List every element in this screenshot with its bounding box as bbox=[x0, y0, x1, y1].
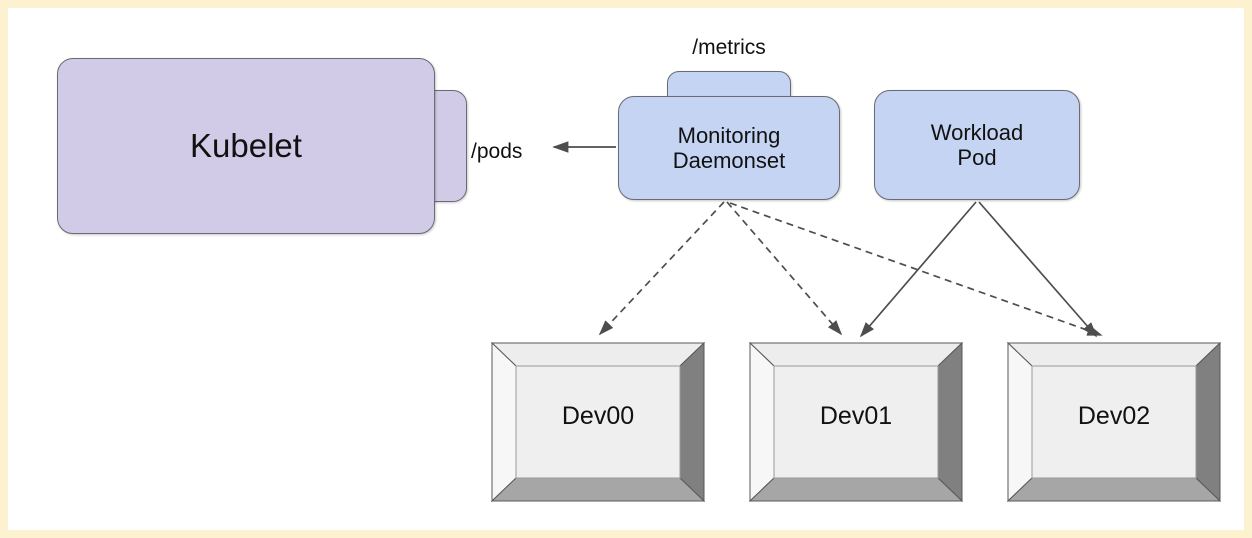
node-kubelet-label: Kubelet bbox=[190, 127, 302, 165]
node-workload-pod[interactable]: Workload Pod bbox=[874, 90, 1080, 200]
node-monitoring-daemonset[interactable]: Monitoring Daemonset bbox=[618, 96, 840, 200]
device-box-shape bbox=[749, 342, 963, 502]
node-monitoring-daemonset-label: Monitoring Daemonset bbox=[672, 122, 786, 173]
diagram-canvas: Kubelet /pods /metrics Monitoring Daemon… bbox=[8, 8, 1244, 530]
edge-workload-to-dev01 bbox=[859, 201, 977, 338]
node-device-dev01[interactable]: Dev01 bbox=[749, 342, 963, 502]
edge-monitoring-to-dev01 bbox=[726, 201, 843, 336]
edge-monitoring-to-dev02 bbox=[729, 202, 1103, 336]
metrics-endpoint-label: /metrics bbox=[692, 36, 766, 59]
device-box-shape bbox=[491, 342, 705, 502]
node-kubelet[interactable]: Kubelet bbox=[57, 58, 435, 234]
pods-endpoint-label: /pods bbox=[471, 140, 523, 163]
edge-monitoring-to-dev00 bbox=[598, 201, 725, 336]
node-device-dev02[interactable]: Dev02 bbox=[1007, 342, 1221, 502]
node-workload-pod-label: Workload Pod bbox=[930, 119, 1024, 170]
device-box-shape bbox=[1007, 342, 1221, 502]
node-device-dev00[interactable]: Dev00 bbox=[491, 342, 705, 502]
edge-workload-to-dev02 bbox=[978, 201, 1098, 338]
